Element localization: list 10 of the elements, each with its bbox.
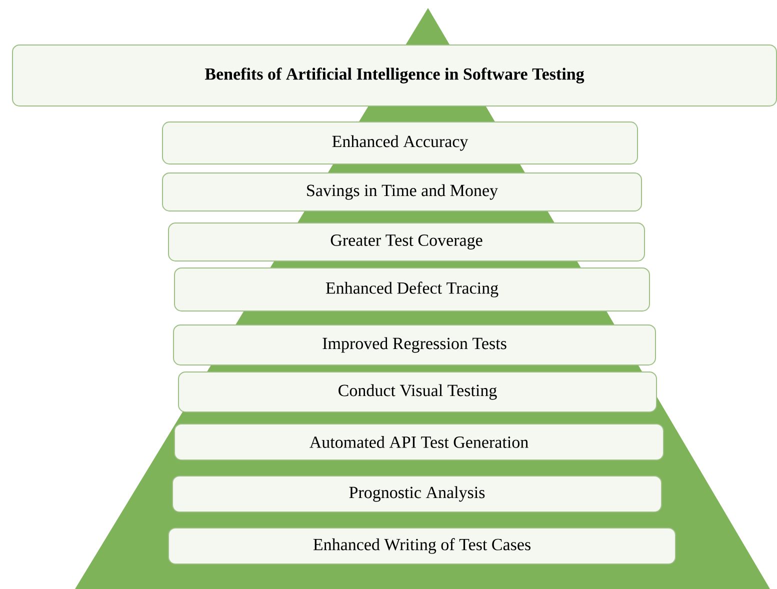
- benefit-box: Conduct Visual Testing: [178, 371, 657, 412]
- benefit-box: Enhanced Defect Tracing: [174, 267, 650, 312]
- benefit-box: Prognostic Analysis: [172, 475, 662, 512]
- benefit-box: Improved Regression Tests: [173, 324, 656, 366]
- benefit-box: Savings in Time and Money: [162, 172, 642, 212]
- benefit-box: Greater Test Coverage: [168, 222, 645, 262]
- benefit-box: Automated API Test Generation: [174, 423, 664, 460]
- benefit-box: Enhanced Accuracy: [162, 122, 638, 164]
- title-box: Benefits of Artificial Intelligence in Software Testing: [12, 44, 777, 106]
- benefit-box: Enhanced Writing of Test Cases: [168, 527, 676, 564]
